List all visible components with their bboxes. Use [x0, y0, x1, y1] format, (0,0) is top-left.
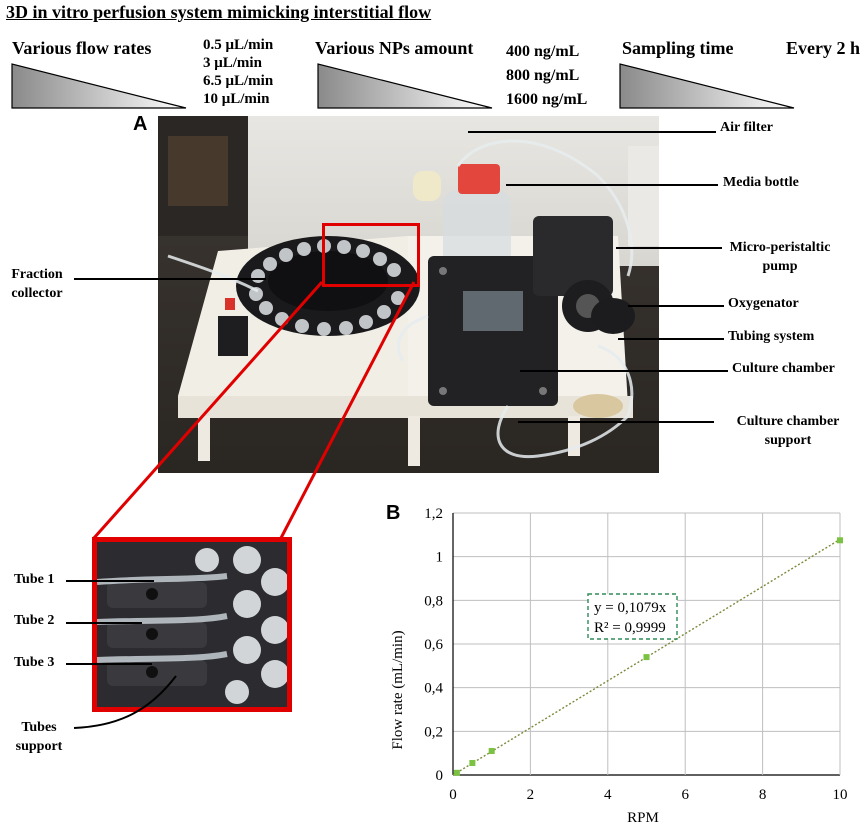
- flow-rate-values: 0.5 μL/min 3 μL/min 6.5 μL/min 10 μL/min: [203, 36, 273, 108]
- arrow-tubing-system: [618, 338, 724, 340]
- panel-a-letter: A: [133, 113, 148, 135]
- label-culture-chamber: Culture chamber: [732, 361, 835, 376]
- label-tube-1: Tube 1: [14, 572, 55, 587]
- flow-rate-value: 10 μL/min: [203, 91, 270, 107]
- data-point: [453, 769, 460, 776]
- label-micro-peristaltic-pump: Micro-peristaltic pump: [726, 238, 834, 276]
- y-tick-label: 0,8: [424, 593, 443, 609]
- label-tubes-support: Tubes support: [15, 720, 63, 754]
- y-axis-label: Flow rate (mL/min): [390, 630, 406, 749]
- chart-gridlines: [452, 512, 841, 776]
- y-tick-label: 1,2: [424, 506, 443, 522]
- x-axis-label: RPM: [627, 810, 659, 825]
- arrow-tube-3: [66, 663, 152, 665]
- sampling-gradient-triangle: [619, 63, 795, 109]
- figure-title: 3D in vitro perfusion system mimicking i…: [6, 2, 432, 22]
- arrow-air-filter: [468, 131, 716, 133]
- flow-rate-chart: 0 0,2 0,4 0,6 0,8 1 1,2 0 2 4 6 8 10 RPM Flow rate …: [390, 506, 848, 825]
- y-tick-label: 0,6: [424, 637, 443, 653]
- data-point: [643, 654, 650, 661]
- arrow-chamber-support: [518, 421, 714, 423]
- flow-rate-value: 0.5 μL/min: [203, 37, 274, 53]
- equation-box: [587, 593, 678, 640]
- x-tick-label: 6: [681, 787, 689, 803]
- flow-rates-heading: Various flow rates: [12, 38, 152, 58]
- arrow-culture-chamber: [520, 370, 728, 372]
- arrow-pump: [616, 247, 722, 249]
- arrow-fraction-collector: [74, 278, 266, 280]
- r-squared: R² = 0,9999: [594, 620, 666, 636]
- label-fraction-collector: Fraction collector: [11, 267, 63, 301]
- flow-rate-value: 6.5 μL/min: [203, 73, 274, 89]
- x-tick-label: 10: [833, 787, 848, 803]
- y-tick-labels: 0 0,2 0,4 0,6 0,8 1 1,2: [424, 506, 443, 784]
- nps-values: 400 ng/mL 800 ng/mL 1600 ng/mL: [506, 40, 587, 112]
- panel-b-letter: B: [386, 502, 401, 524]
- trend-equation: y = 0,1079x: [594, 600, 667, 616]
- y-tick-label: 0: [436, 768, 444, 784]
- label-culture-chamber-support: Culture chamber support: [736, 414, 840, 448]
- data-points: [453, 537, 843, 776]
- y-tick-label: 1: [436, 550, 444, 566]
- label-oxygenator: Oxygenator: [728, 296, 799, 311]
- micro-peristaltic-pump-text: Micro-peristaltic pump: [729, 240, 831, 274]
- x-tick-label: 8: [759, 787, 767, 803]
- flow-gradient-triangle: [11, 63, 187, 109]
- label-tube-3: Tube 3: [14, 655, 55, 670]
- data-point: [469, 759, 476, 766]
- trend-line: [452, 538, 841, 776]
- arrow-tube-2: [66, 622, 142, 624]
- x-tick-labels: 0 2 4 6 8 10: [449, 787, 847, 803]
- nps-gradient-triangle: [317, 63, 493, 109]
- arrow-tube-1: [66, 580, 154, 582]
- x-tick-label: 0: [449, 787, 457, 803]
- nps-value: 800 ng/mL: [506, 67, 580, 84]
- sampling-value: Every 2 h: [786, 38, 860, 58]
- y-tick-label: 0,2: [424, 724, 443, 740]
- arrow-media-bottle: [506, 184, 718, 186]
- x-tick-label: 2: [527, 787, 535, 803]
- y-tick-label: 0,4: [424, 681, 443, 697]
- data-point: [837, 537, 843, 544]
- x-tick-label: 4: [604, 787, 612, 803]
- nps-value: 1600 ng/mL: [506, 91, 588, 108]
- label-tube-2: Tube 2: [14, 613, 55, 628]
- sampling-heading: Sampling time: [622, 38, 734, 58]
- nps-heading: Various NPs amount: [315, 38, 474, 58]
- flow-rate-value: 3 μL/min: [203, 55, 262, 71]
- label-air-filter: Air filter: [720, 120, 773, 135]
- fraction-collector-highlight: [322, 223, 420, 287]
- data-point: [488, 747, 495, 754]
- nps-value: 400 ng/mL: [506, 43, 580, 60]
- tubes-inset-photo: [92, 537, 292, 712]
- label-tubing-system: Tubing system: [728, 329, 815, 344]
- arrow-oxygenator: [628, 305, 724, 307]
- label-media-bottle: Media bottle: [723, 175, 799, 190]
